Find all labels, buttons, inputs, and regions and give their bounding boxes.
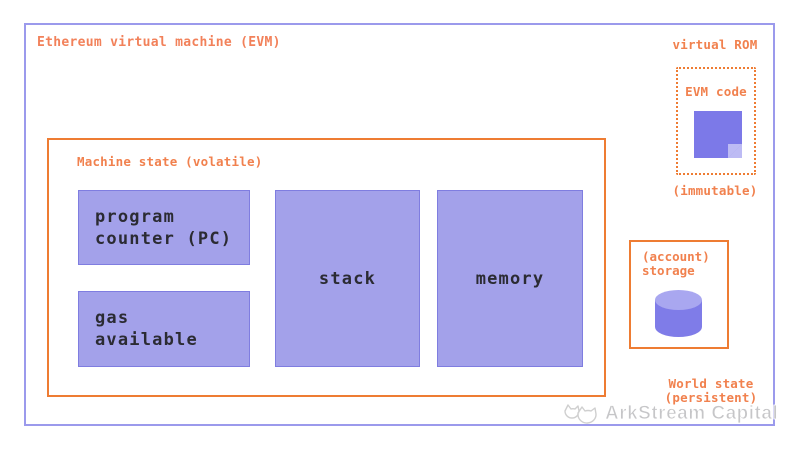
machine-state-label: Machine state (volatile) — [77, 154, 263, 169]
evm-code-label: EVM code — [685, 84, 747, 99]
watermark: ArkStream Capital — [561, 401, 778, 427]
sticky-note-icon — [694, 111, 742, 158]
gas-available-label: gas available — [95, 308, 198, 350]
account-storage-box — [629, 240, 729, 349]
evm-title: Ethereum virtual machine (EVM) — [37, 35, 281, 50]
program-counter-label: program counter (PC) — [95, 206, 233, 249]
account-storage-label: (account) storage — [642, 249, 710, 278]
arkstream-cloud-logo-icon — [564, 404, 597, 424]
gas-available-box: gas available — [78, 291, 250, 367]
evm-container-box — [24, 23, 775, 426]
database-cylinder-icon — [655, 290, 702, 337]
machine-state-box — [47, 138, 606, 397]
world-state-label: World state (persistent) — [664, 376, 758, 405]
watermark-text: ArkStream Capital — [605, 403, 779, 425]
stack-box: stack — [275, 190, 420, 367]
immutable-label: (immutable) — [672, 183, 758, 198]
program-counter-box: program counter (PC) — [78, 190, 250, 265]
memory-box: memory — [437, 190, 583, 367]
virtual-rom-label: virtual ROM — [672, 37, 758, 52]
memory-label: memory — [475, 268, 545, 289]
stack-label: stack — [318, 268, 377, 289]
virtual-rom-box — [676, 67, 756, 175]
